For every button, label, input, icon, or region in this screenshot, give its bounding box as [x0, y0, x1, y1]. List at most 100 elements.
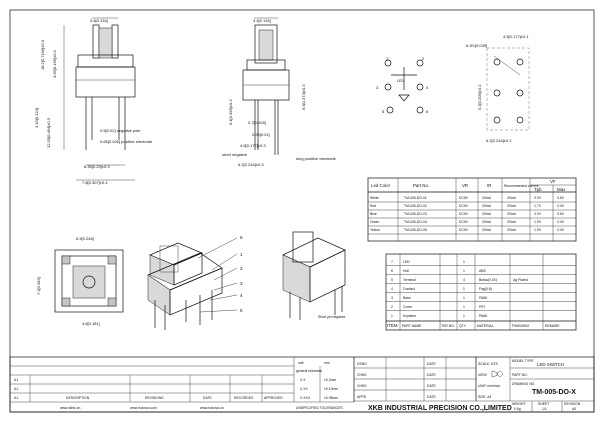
bom-cell: ABS: [479, 269, 487, 273]
front-note-negative: 0.5[0.02] negative pole: [100, 128, 141, 133]
front-view: 3.4[0.134] 18.2[0.7166]±0.3 4.95[0.195]±…: [34, 17, 153, 185]
title-block: A1 A1 A1 DESCRIPTION REVISIONS DATE RECO…: [9, 356, 595, 413]
bom-cell: 1: [463, 269, 465, 273]
pcb-layout: 4.5[0.177]±0.1 6-Φ1[0.039] 5.2[0.205]±0.…: [466, 34, 529, 143]
view-label: VIEW: [478, 373, 487, 377]
pin-circle: [416, 83, 424, 91]
bottom-view: 6.9[0.248] 7.2[0.283] 4.6[0.181]: [36, 236, 124, 326]
pin-circle: [384, 59, 392, 67]
led-table-cell: 1.7V: [534, 204, 542, 208]
pcb-dim-width: 6.2[0.244]±0.1: [486, 138, 512, 143]
bom-cell: 1: [463, 314, 465, 318]
pcb-dim-pitch: 4.5[0.177]±0.1: [503, 34, 529, 39]
rev-header: APPROVED: [264, 396, 283, 400]
bom-cell: 7: [391, 260, 393, 264]
led-table-cell: Blue: [370, 212, 377, 216]
bom-header: FINISHING: [512, 324, 530, 328]
led-table-cell: 2.4V: [557, 220, 565, 224]
led-table-cell: 2.4V: [557, 204, 565, 208]
side-dim-width: 3.4[0.134]: [253, 18, 271, 23]
weight-label: WEIGHT: [512, 402, 526, 406]
schematic: 1 2 3 4 5 6 LED: [376, 56, 429, 114]
rev-row-label: A1: [14, 378, 18, 382]
led-table-cell: 20mA: [507, 204, 517, 208]
tolerance-value: ±0.2mm: [324, 378, 336, 382]
bom-cell: PET: [479, 305, 486, 309]
front-dim-pins: 12.55[0.494]±0.3: [46, 117, 51, 148]
rev-header: RECORDED: [234, 396, 254, 400]
callout-number: 1: [240, 252, 243, 257]
bom-cell: 4: [463, 278, 465, 282]
pcb-dim-holes: 6-Φ1[0.039]: [466, 43, 487, 48]
led-table-header: VR: [462, 183, 468, 188]
bom-header: REMARK: [545, 324, 560, 328]
drawing-no-label: DRAWING NO.: [512, 382, 535, 386]
led-table-cell: 20mA: [482, 220, 492, 224]
front-dim-pin-pitch: 6.35[0.25]±0.3: [84, 164, 110, 169]
led-table-cell: 20mA: [507, 220, 517, 224]
footer-url: www.xkbic.cn: [60, 406, 80, 410]
bottom-dim-inner: 4.6[0.181]: [82, 321, 100, 326]
rev-row-label: A1: [14, 396, 18, 400]
revision-value: A0: [572, 407, 576, 411]
signoff-label: CHKD: [357, 373, 367, 377]
bottom-dim-height: 7.2[0.283]: [36, 277, 41, 295]
bom-cell: 1: [463, 260, 465, 264]
side-dim-pin-gap: 0.7[0.028]: [248, 120, 266, 125]
pin-circle: [386, 106, 394, 114]
scale-label: SCALE: NTS: [478, 362, 499, 366]
rev-row-label: A1: [14, 387, 18, 391]
revision-label: REVISION: [564, 402, 581, 406]
date-label: DATE: [427, 373, 437, 377]
front-note-positive: 0.65[0.026] positive electrode: [100, 139, 153, 144]
projection-icon: [491, 370, 498, 378]
tolerance-label: unit: [298, 361, 304, 365]
tolerance-value: ±0.10mm: [324, 387, 338, 391]
led-table-cell: TM-005-DO-04: [404, 220, 427, 224]
bom-cell: 1: [463, 287, 465, 291]
tolerance-label: X.XX: [300, 387, 308, 391]
signoff-label: APPD: [357, 395, 367, 399]
projection-icon: [497, 371, 503, 377]
led-table-cell: Red: [370, 204, 376, 208]
bom-cell: 1: [391, 314, 393, 318]
date-label: DATE: [427, 384, 437, 388]
side-label-long: long positive electrode: [296, 156, 337, 161]
date-label: DATE: [427, 362, 437, 366]
side-dim-pin-thick: 0.25[0.01]: [252, 132, 270, 137]
bom-cell: 1: [463, 305, 465, 309]
led-table-cell: 3.6V: [557, 196, 565, 200]
led-table-cell: White: [370, 196, 379, 200]
signoff-label: DSNO: [357, 362, 367, 366]
bom-cell: LED: [403, 260, 410, 264]
pin-circle: [416, 59, 424, 67]
led-table-header: Recommended current: [504, 184, 539, 188]
front-dim-base: 3.15[0.124]: [34, 108, 39, 128]
bom-cell: PA66: [479, 296, 487, 300]
side-dim-outer: 6.2[0.244]±0.3: [238, 162, 264, 167]
footer-url: www.hokovic.com: [130, 406, 157, 410]
led-table-cell: 20mA: [507, 196, 517, 200]
front-dim-cap: 4.95[0.195]±0.3: [52, 49, 57, 78]
side-dim-height-long: 9.5[0.374]±0.3: [301, 84, 306, 110]
pin-label: 5: [382, 109, 385, 114]
bottom-dim-width: 6.9[0.248]: [76, 236, 94, 241]
led-table-cell: Yellow: [370, 228, 380, 232]
led-table-cell: DC5V: [459, 196, 469, 200]
rev-header: DATE: [203, 396, 213, 400]
bom-cell: Cover: [403, 305, 413, 309]
led-table-cell: 20mA: [482, 212, 492, 216]
led-table-cell: DC5V: [459, 228, 469, 232]
tolerance-value: mm: [324, 361, 330, 365]
led-table-header: Part No.: [413, 183, 429, 188]
led-table-cell: 20mA: [507, 228, 517, 232]
led-table-cell: 3.6V: [557, 212, 565, 216]
callout-number: 5: [240, 308, 243, 313]
weight-value: 0.5g: [514, 407, 521, 411]
led-table-header: IR: [487, 183, 491, 188]
front-dim-height: 18.2[0.7166]±0.3: [40, 39, 45, 70]
unspecified-tolerances: UNSPECIFIED TOLERANCES: [296, 406, 343, 410]
bom-cell: 5: [391, 278, 393, 282]
tolerance-label: X.XXX: [300, 396, 311, 400]
